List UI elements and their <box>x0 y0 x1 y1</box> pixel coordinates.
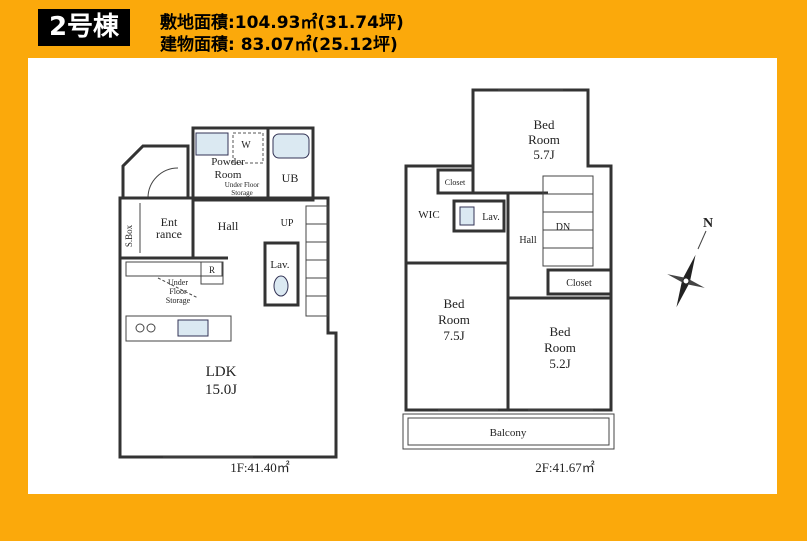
label-ufs2-1: Under <box>168 278 188 287</box>
label-ldk-2: 15.0J <box>205 382 237 398</box>
stair-1f-box <box>305 205 329 317</box>
label-w: W <box>241 140 251 151</box>
fridge-space <box>200 261 224 285</box>
balcony-outline <box>402 413 615 450</box>
bath-block-outline <box>191 126 315 202</box>
compass: N <box>667 216 713 308</box>
floor-1-outline <box>118 196 338 459</box>
site-area-text: 敷地面積:104.93㎡(31.74坪) <box>160 13 404 33</box>
label-bed1-1: Bed <box>534 117 555 132</box>
compass-center <box>682 277 690 285</box>
closet2-outline <box>546 268 613 296</box>
label-ufs1-1: Under Floor <box>225 181 260 189</box>
label-ent-2: rance <box>156 227 182 241</box>
label-wic: WIC <box>418 209 439 221</box>
label-ldk-1: LDK <box>206 364 237 380</box>
label-ub: UB <box>282 171 299 185</box>
label-r: R <box>209 265 215 275</box>
label-hall-1f: Hall <box>218 219 239 233</box>
lav-2f-outline <box>452 199 506 233</box>
label-lav-1f: Lav. <box>270 259 289 271</box>
label-bed2-1: Bed <box>444 296 465 311</box>
floor-area-text: 建物面積: 83.07㎡(25.12坪) <box>160 35 398 55</box>
floor-plan-panel: Powder Room Under Floor Storage W UB Ent… <box>28 58 777 494</box>
label-balcony: Balcony <box>490 427 527 439</box>
label-up: UP <box>281 218 294 229</box>
washer-space <box>232 132 264 164</box>
label-ent-1: Ent <box>161 215 178 229</box>
toilet-room-outline <box>263 241 300 307</box>
building-badge: 2号棟 <box>38 9 130 46</box>
label-lav-2f: Lav. <box>482 212 499 223</box>
toilet-fixture <box>273 275 289 297</box>
label-powder-2: Room <box>215 169 242 181</box>
label-closet1: Closet <box>445 178 466 187</box>
compass-north-label: N <box>703 216 713 231</box>
bathtub <box>272 133 310 159</box>
back-counter <box>125 261 223 277</box>
kitchen-counter <box>125 315 232 342</box>
label-1f-area: 1F:41.40㎡ <box>230 460 290 475</box>
compass-north-line <box>697 230 707 250</box>
floor-plan-drawing: Powder Room Under Floor Storage W UB Ent… <box>118 88 713 475</box>
label-dn: DN <box>556 222 570 233</box>
label-bed3-2: Room <box>544 340 576 355</box>
label-powder-1: Powder <box>211 156 245 168</box>
label-sbox: S.Box <box>124 224 134 247</box>
label-bed3-1: Bed <box>550 324 571 339</box>
under-floor-storage-mark <box>157 277 199 299</box>
closet1-outline <box>436 168 475 195</box>
label-bed1-3: 5.7J <box>533 147 554 162</box>
floor-2-plan: Bed Room 5.7J Closet WIC Lav. Hall DN Cl… <box>402 88 615 475</box>
label-ufs1-2: Storage <box>231 189 252 197</box>
stove-burner-2 <box>146 323 156 333</box>
lav-2f-sink <box>459 206 475 226</box>
powder-sink <box>195 132 229 156</box>
label-bed2-3: 7.5J <box>443 328 464 343</box>
floor-1-plan: Powder Room Under Floor Storage W UB Ent… <box>118 126 338 475</box>
stove-burner-1 <box>135 323 145 333</box>
label-2f-area: 2F:41.67㎡ <box>535 460 595 475</box>
kitchen-sink <box>177 319 209 337</box>
label-ufs2-3: Storage <box>166 296 191 305</box>
label-bed2-2: Room <box>438 312 470 327</box>
label-hall-2f: Hall <box>519 235 536 246</box>
label-bed1-2: Room <box>528 132 560 147</box>
balcony-inner <box>407 417 610 446</box>
label-closet2: Closet <box>566 278 592 289</box>
label-ufs2-2: Floor <box>169 287 187 296</box>
porch-outline <box>121 144 190 198</box>
stair-2f-box <box>542 175 594 267</box>
label-bed3-3: 5.2J <box>549 356 570 371</box>
porch-door-arc <box>147 167 179 199</box>
